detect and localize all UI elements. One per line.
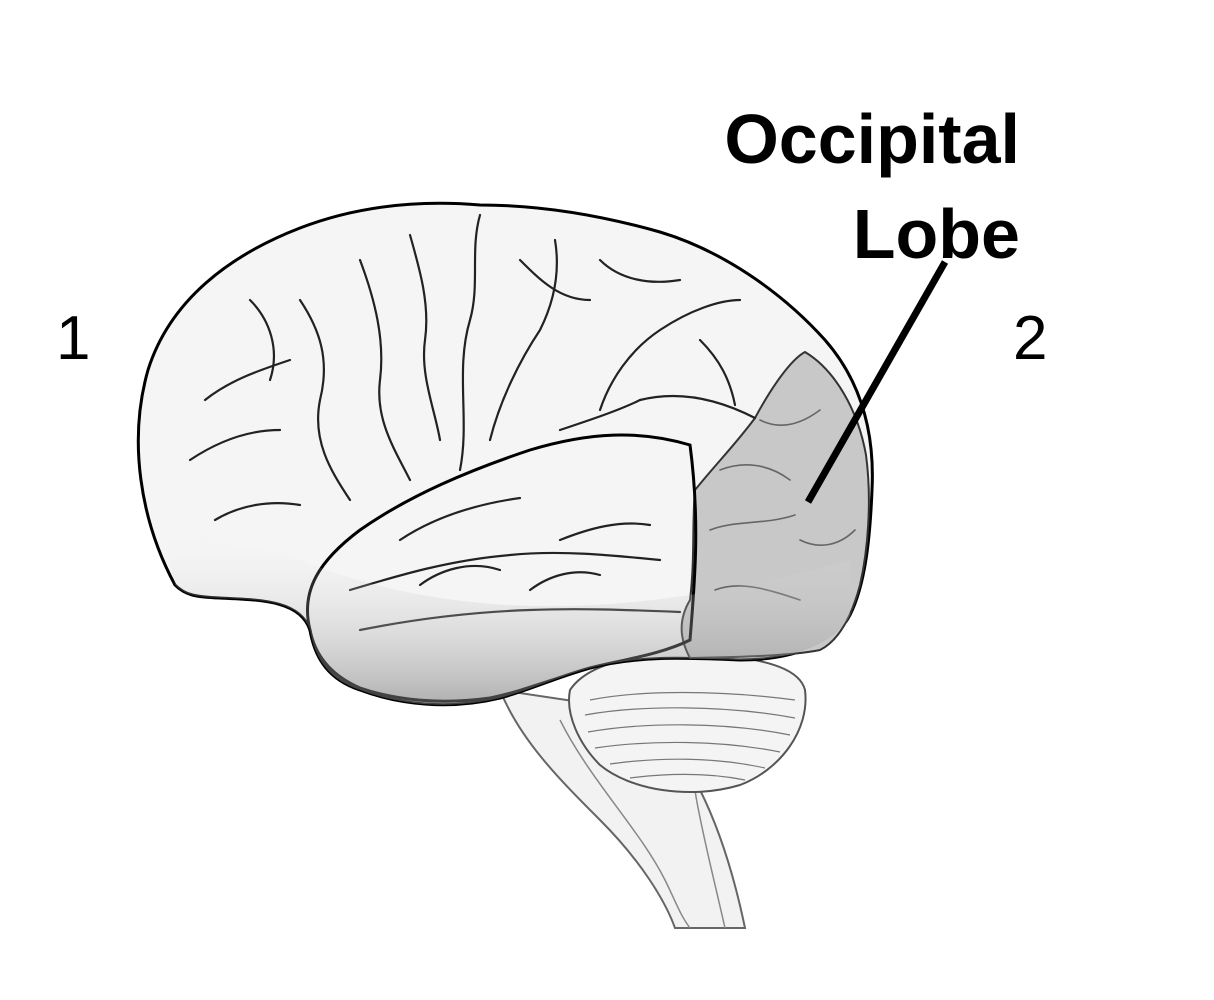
label-line-1: Occipital	[724, 100, 1020, 178]
brain-stem-line	[559, 719, 691, 929]
cerebellum-folia	[584, 691, 796, 781]
occipital-lobe-label: Occipital Lobe	[640, 92, 1020, 282]
cerebrum-shading	[160, 520, 850, 705]
label-line-2: Lobe	[852, 195, 1020, 273]
pointer-line	[804, 260, 949, 504]
right-number: 2	[1013, 304, 1048, 373]
cortex-folds	[188, 213, 757, 632]
left-number: 1	[56, 304, 91, 373]
